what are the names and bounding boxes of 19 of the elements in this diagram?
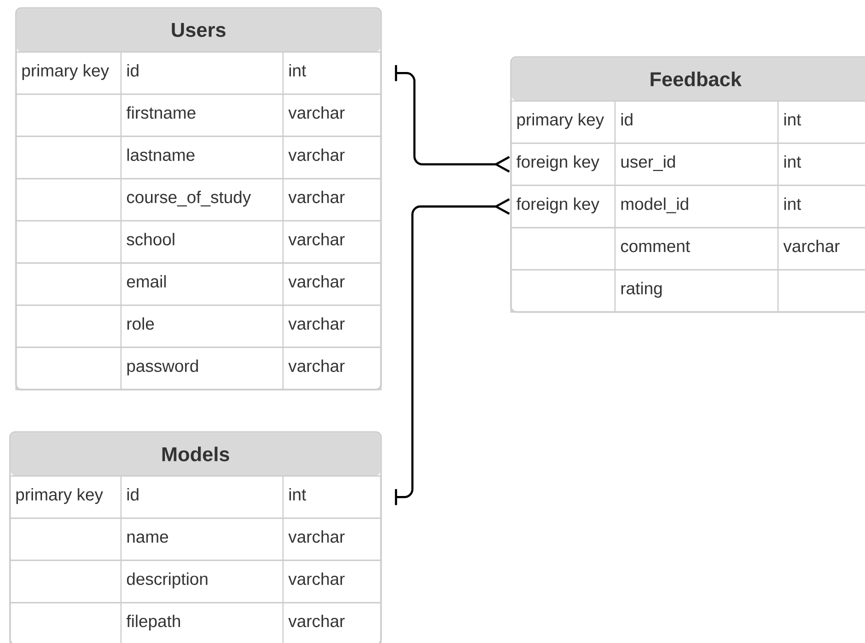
table-row: description varchar xyxy=(9,560,382,604)
table-row: foreign key model_id int xyxy=(510,184,865,228)
relationship-line xyxy=(394,65,510,173)
table-row: filepath varchar xyxy=(9,602,382,643)
table-row: email varchar xyxy=(15,262,382,306)
table-row: course_of_study varchar xyxy=(15,178,382,222)
table-row: firstname varchar xyxy=(15,94,382,137)
table-row: name varchar xyxy=(9,518,382,561)
table-row: role varchar xyxy=(15,304,382,348)
table-row: primary key id int xyxy=(9,475,382,519)
table-row: primary key id int xyxy=(510,100,865,144)
table-row: rating xyxy=(510,269,865,313)
relationship-line xyxy=(394,198,510,506)
table-row: comment varchar xyxy=(510,227,865,270)
table-row: lastname varchar xyxy=(15,136,382,180)
table-row: foreign key user_id int xyxy=(510,142,865,186)
table-row: school varchar xyxy=(15,220,382,264)
table-row: primary key id int xyxy=(15,51,382,95)
table-row: password varchar xyxy=(15,346,382,390)
